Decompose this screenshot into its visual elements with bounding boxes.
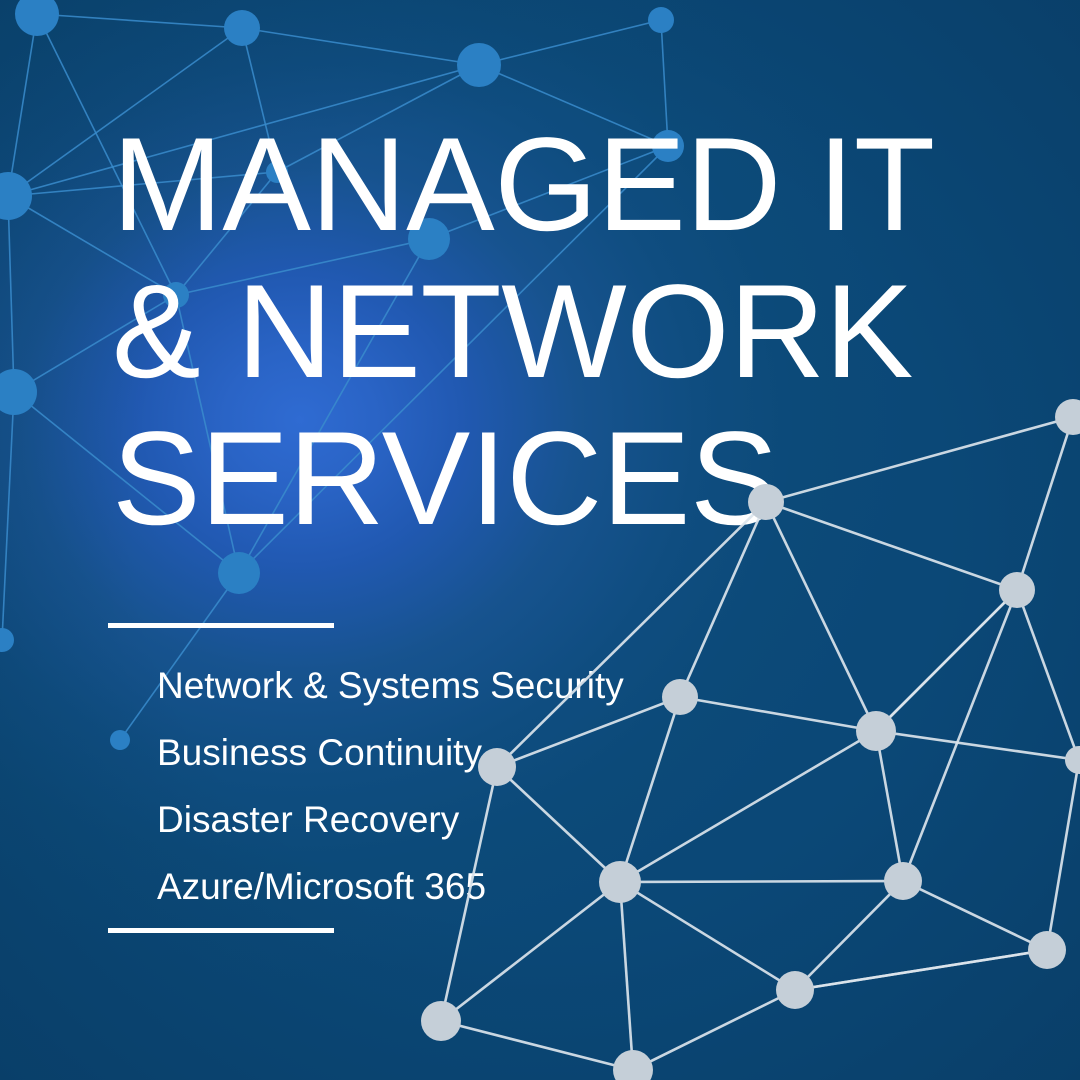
divider-top xyxy=(108,623,334,628)
list-item-service-4: Azure/Microsoft 365 xyxy=(157,866,487,907)
list-item-service-2: Business Continuity xyxy=(157,732,482,773)
services-list: Network & Systems Security Business Cont… xyxy=(157,652,624,920)
list-item-service-3: Disaster Recovery xyxy=(157,799,460,840)
page-title: MANAGED IT & NETWORK SERVICES xyxy=(112,111,935,553)
list-item-service-1: Network & Systems Security xyxy=(157,665,624,706)
divider-bottom xyxy=(108,928,334,933)
